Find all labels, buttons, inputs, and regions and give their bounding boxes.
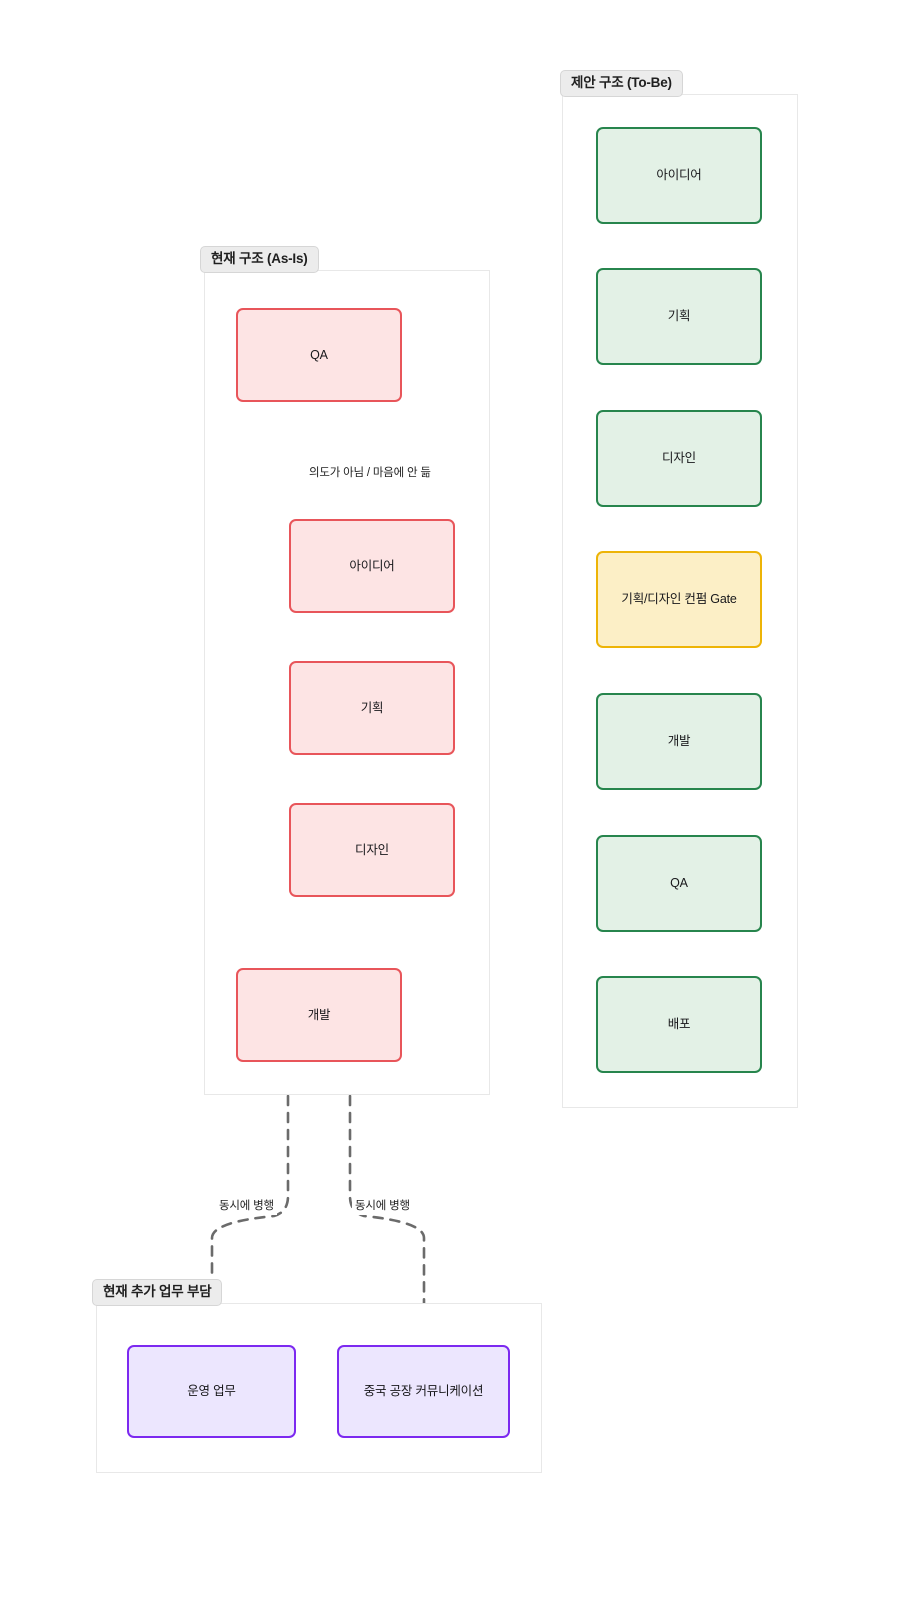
edge-label-qa-idea: 의도가 아님 / 마음에 안 듦 [306,466,434,482]
subgraph-as-is-label: 현재 구조 (As-Is) [200,246,319,273]
node-label: 배포 [667,1017,691,1032]
node-label: 아이디어 [656,168,702,183]
node-tobe-deploy[interactable]: 배포 [596,976,762,1073]
node-asis-plan[interactable]: 기획 [289,661,455,755]
subgraph-to-be-label: 제안 구조 (To-Be) [560,70,683,97]
node-asis-idea[interactable]: 아이디어 [289,519,455,613]
node-label: 개발 [667,734,691,749]
node-label: 기획 [360,700,384,715]
node-asis-dev[interactable]: 개발 [236,968,402,1062]
node-label: 운영 업무 [187,1384,236,1399]
node-label: 디자인 [355,842,389,857]
node-label: QA [670,876,688,891]
node-label: QA [310,347,328,362]
node-label: 디자인 [662,451,696,466]
subgraph-extra-load-label: 현재 추가 업무 부담 [92,1279,223,1306]
edge-label-dev-china: 동시에 병행 [352,1199,413,1215]
node-tobe-idea[interactable]: 아이디어 [596,127,762,224]
edge-asis-dev-ops [212,1060,290,1334]
edge-asis-dev-china [348,1060,424,1334]
edge-label-dev-ops: 동시에 병행 [216,1199,277,1215]
node-tobe-plan[interactable]: 기획 [596,268,762,365]
node-tobe-gate[interactable]: 기획/디자인 컨펌 Gate [596,551,762,648]
node-asis-qa[interactable]: QA [236,308,402,402]
node-label: 기획/디자인 컨펌 Gate [621,592,737,607]
node-tobe-dev[interactable]: 개발 [596,693,762,790]
node-label: 중국 공장 커뮤니케이션 [363,1384,484,1399]
node-extra-china[interactable]: 중국 공장 커뮤니케이션 [337,1345,510,1438]
node-label: 아이디어 [349,558,395,573]
node-label: 개발 [307,1007,331,1022]
node-tobe-qa[interactable]: QA [596,835,762,932]
node-label: 기획 [667,309,691,324]
node-asis-design[interactable]: 디자인 [289,803,455,897]
node-extra-ops[interactable]: 운영 업무 [127,1345,296,1438]
node-tobe-design[interactable]: 디자인 [596,410,762,507]
